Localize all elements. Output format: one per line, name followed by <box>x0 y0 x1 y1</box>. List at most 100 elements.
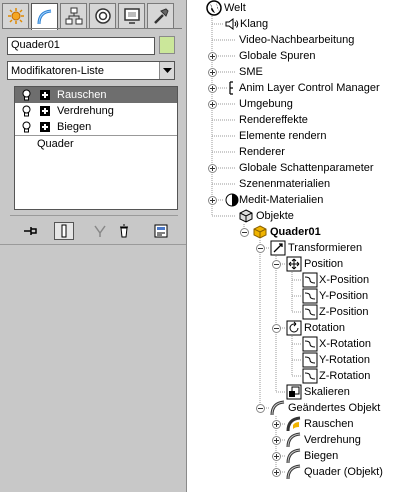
tree-label: X-Position <box>319 274 370 286</box>
hierarchy-icon <box>65 7 82 25</box>
expand-plus-icon[interactable] <box>208 196 217 205</box>
tree-label: Quader01 <box>270 226 321 238</box>
curve-icon <box>302 352 318 368</box>
tree-label: Klang <box>240 18 269 30</box>
tab-display[interactable] <box>118 3 145 28</box>
remove-modifier-icon <box>120 224 128 238</box>
tree-label: Rotation <box>304 322 345 334</box>
modifier-stack: Rauschen Verdrehung Biegen Quader <box>14 86 178 210</box>
panel-divider <box>0 244 186 245</box>
pin-stack-button[interactable] <box>20 222 40 240</box>
stack-item-label: Rauschen <box>57 89 107 101</box>
tree-label: Renderer <box>239 146 285 158</box>
rotate-icon <box>286 320 302 336</box>
remove-modifier-button[interactable] <box>114 222 134 240</box>
expand-plus-icon[interactable] <box>40 122 50 132</box>
expand-plus-icon[interactable] <box>208 68 217 77</box>
tree-label: Geändertes Objekt <box>288 402 381 414</box>
move-icon <box>286 256 302 272</box>
object-color-swatch[interactable] <box>159 36 175 54</box>
tree-label: Z-Position <box>319 306 369 318</box>
tree-label: Quader (Objekt) <box>304 466 383 478</box>
transform-icon <box>270 240 286 256</box>
make-unique-button[interactable] <box>90 222 110 240</box>
tab-modify[interactable] <box>31 3 58 30</box>
configure-sets-icon <box>154 224 168 238</box>
expand-plus-icon[interactable] <box>272 436 281 445</box>
tree-label: Verdrehung <box>304 434 361 446</box>
collapse-minus-icon[interactable] <box>240 228 249 237</box>
globe-icon <box>206 0 222 16</box>
show-end-result-button[interactable] <box>54 222 74 240</box>
motion-icon <box>94 8 111 24</box>
tree-label: Welt <box>224 2 246 14</box>
lightbulb-icon[interactable] <box>21 121 32 133</box>
tree-label: Rauschen <box>304 418 354 430</box>
tab-create[interactable] <box>2 3 29 28</box>
tree-label: Objekte <box>256 210 294 222</box>
tab-underline <box>2 28 182 29</box>
tree-label: Medit-Materialien <box>239 194 324 206</box>
expand-plus-icon[interactable] <box>208 52 217 61</box>
curve-icon <box>302 336 318 352</box>
tree-label: Szenenmaterialien <box>239 178 331 190</box>
tree-label: Elemente rendern <box>239 130 327 142</box>
tab-utilities[interactable] <box>147 3 174 28</box>
object-name-field[interactable]: Quader01 <box>7 37 155 55</box>
stack-item-label: Verdrehung <box>57 105 114 117</box>
tree-label: Anim Layer Control Manager <box>239 82 380 94</box>
modifier-highlighted-icon <box>286 416 301 432</box>
tree-label: Z-Rotation <box>319 370 371 382</box>
modifier-icon <box>286 464 301 480</box>
curve-icon <box>302 368 318 384</box>
expand-plus-icon[interactable] <box>40 106 50 116</box>
tree-label: Globale Spuren <box>239 50 316 62</box>
expand-plus-icon[interactable] <box>272 420 281 429</box>
expand-plus-icon[interactable] <box>272 468 281 477</box>
collapse-minus-icon[interactable] <box>256 244 265 253</box>
display-icon <box>123 8 140 24</box>
curve-icon <box>302 288 318 304</box>
tab-motion[interactable] <box>89 3 116 28</box>
command-panel-tabs <box>2 3 176 30</box>
stack-base-label: Quader <box>37 138 74 150</box>
objects-cube-icon <box>239 209 253 223</box>
utilities-icon <box>153 8 169 24</box>
collapse-minus-icon[interactable] <box>272 324 281 333</box>
collapse-minus-icon[interactable] <box>272 260 281 269</box>
expand-plus-icon[interactable] <box>272 452 281 461</box>
expand-plus-icon[interactable] <box>208 164 217 173</box>
command-panel: Quader01 Modifikatoren-Liste Rauschen Ve… <box>0 0 187 492</box>
lightbulb-icon[interactable] <box>21 105 32 117</box>
stack-item-rauschen[interactable]: Rauschen <box>15 87 177 103</box>
curve-icon <box>302 304 318 320</box>
layer-bracket-icon <box>229 81 233 95</box>
tab-hierarchy[interactable] <box>60 3 87 28</box>
expand-plus-icon[interactable] <box>208 84 217 93</box>
scale-icon <box>286 384 302 400</box>
expand-plus-icon[interactable] <box>208 100 217 109</box>
modifier-list-dropdown[interactable]: Modifikatoren-Liste <box>7 61 175 80</box>
stack-item-verdrehung[interactable]: Verdrehung <box>15 103 177 119</box>
box-object-icon <box>253 225 267 239</box>
tree-label: Rendereffekte <box>239 114 308 126</box>
tree-label: SME <box>239 66 263 78</box>
expand-plus-icon[interactable] <box>40 90 50 100</box>
tree-label: Umgebung <box>239 98 293 110</box>
stack-item-quader[interactable]: Quader <box>15 135 177 151</box>
dropdown-arrow-icon[interactable] <box>159 62 174 79</box>
tree-label: Biegen <box>304 450 339 462</box>
collapse-minus-icon[interactable] <box>256 404 265 413</box>
make-unique-icon <box>94 225 106 237</box>
track-view-tree: Welt Klang Video-Nachbearbeitung Globale… <box>188 0 404 492</box>
tree-label: X-Rotation <box>319 338 371 350</box>
tree-label: Position <box>304 258 344 270</box>
tree-label: Transformieren <box>288 242 363 254</box>
stack-item-biegen[interactable]: Biegen <box>15 119 177 135</box>
configure-sets-button[interactable] <box>151 222 171 240</box>
stack-toolbar <box>10 215 178 242</box>
pin-stack-icon <box>24 227 37 235</box>
lightbulb-icon[interactable] <box>21 89 32 101</box>
modified-object-icon <box>270 400 285 416</box>
speaker-icon <box>225 18 239 30</box>
